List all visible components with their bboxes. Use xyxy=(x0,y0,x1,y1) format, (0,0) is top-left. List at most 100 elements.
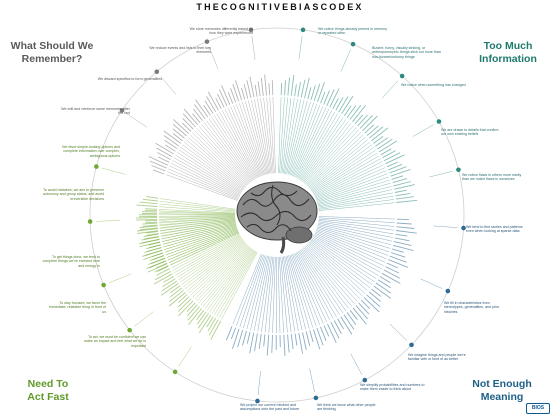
bias-label-mark xyxy=(357,114,369,127)
note-info-2: Bizarre, funny, visually striking, or an… xyxy=(372,46,441,59)
branch-line xyxy=(201,124,251,183)
branch-line xyxy=(194,130,248,186)
branch-line xyxy=(304,125,354,184)
bias-label-mark xyxy=(323,325,330,337)
bias-label-mark xyxy=(177,298,192,312)
note-remember-1: We store memories differently based on h… xyxy=(189,27,253,36)
category-connector xyxy=(340,49,351,72)
branch-line xyxy=(203,122,252,183)
branch-line xyxy=(277,256,281,334)
branch-line xyxy=(158,215,236,217)
bias-label-mark xyxy=(396,222,412,225)
bias-label-mark xyxy=(182,113,196,128)
category-dot xyxy=(255,398,260,404)
branch-line xyxy=(222,110,258,178)
bias-label-mark xyxy=(335,97,344,111)
branch-line xyxy=(170,163,240,197)
branch-line xyxy=(236,104,263,176)
bias-label-mark xyxy=(373,136,384,144)
branch-line xyxy=(309,139,368,189)
branch-line xyxy=(317,189,393,207)
branch-line xyxy=(281,256,292,333)
bias-label-mark xyxy=(206,96,217,113)
category-dot xyxy=(204,39,210,44)
branch-line xyxy=(315,170,387,200)
branch-line xyxy=(159,206,236,213)
bias-label-mark xyxy=(304,77,310,99)
bias-label-mark xyxy=(144,249,163,256)
bias-label-mark xyxy=(198,314,212,333)
branch-line xyxy=(168,168,239,199)
branch-line xyxy=(253,256,270,331)
bias-label-mark xyxy=(230,327,237,340)
branch-line xyxy=(159,220,236,231)
branch-line xyxy=(307,134,364,187)
branch-line xyxy=(312,150,376,193)
branch-line xyxy=(318,220,395,231)
branch-line xyxy=(315,230,387,260)
bias-label-mark xyxy=(188,308,203,325)
brain-fold xyxy=(242,193,310,207)
bias-label-mark xyxy=(249,332,255,354)
branch-line xyxy=(232,253,262,325)
branch-line xyxy=(296,110,333,178)
bias-label-mark xyxy=(391,248,404,253)
brain-fold xyxy=(246,223,292,234)
bias-label-mark xyxy=(164,139,178,149)
quadrant-title-not-enough-meaning: Not Enough Meaning xyxy=(472,378,532,403)
category-connector xyxy=(429,170,453,178)
branch-line xyxy=(184,241,245,290)
note-info-3: We notice when something has changed xyxy=(401,83,466,87)
branch-line xyxy=(160,222,236,237)
bias-label-mark xyxy=(152,255,165,261)
branch-line xyxy=(164,227,237,250)
bias-label-mark xyxy=(271,334,273,353)
branch-line xyxy=(260,98,272,174)
category-dot xyxy=(172,369,178,375)
branch-line xyxy=(190,134,247,187)
note-act-4: To stay focused, we favor the immediate,… xyxy=(48,301,106,314)
branch-line xyxy=(313,236,379,276)
branch-line xyxy=(257,256,271,332)
note-info-4: We are drawn to details that confirm our… xyxy=(441,128,499,137)
bias-label-mark xyxy=(380,148,392,156)
bias-label-mark xyxy=(154,265,169,273)
note-meaning-6: We project our current mindset and assum… xyxy=(240,403,300,412)
note-meaning-3: We imagine things and people we're famil… xyxy=(408,353,466,362)
branch-line xyxy=(266,97,274,174)
branch-line xyxy=(261,256,272,333)
bias-label-mark xyxy=(364,124,374,134)
bias-label-mark xyxy=(263,334,266,347)
fan-information xyxy=(278,74,418,211)
branch-line xyxy=(161,224,237,242)
brain-icon xyxy=(236,181,318,254)
bias-label-mark xyxy=(241,87,246,100)
bias-label-mark xyxy=(160,283,179,296)
bias-label-mark xyxy=(163,135,180,147)
bias-label-mark xyxy=(178,300,194,317)
bias-label-mark xyxy=(135,217,158,219)
bias-label-mark xyxy=(177,294,188,303)
branch-line xyxy=(204,248,252,309)
bias-label-mark xyxy=(340,316,353,335)
branch-line xyxy=(292,105,321,176)
branch-line xyxy=(172,234,240,271)
bias-label-mark xyxy=(383,152,401,162)
category-connector xyxy=(251,35,256,60)
bias-label-mark xyxy=(246,80,252,98)
bias-label-mark xyxy=(155,142,174,155)
bias-label-mark xyxy=(162,278,176,287)
branch-line xyxy=(198,246,250,304)
category-connector xyxy=(134,311,154,327)
bias-label-mark xyxy=(136,204,158,207)
category-connector xyxy=(412,124,434,137)
bias-label-mark xyxy=(389,255,407,263)
branch-line xyxy=(174,235,241,273)
bias-label-mark xyxy=(204,100,214,114)
category-connector xyxy=(350,353,363,375)
category-connector xyxy=(102,167,126,175)
bias-label-mark xyxy=(149,160,167,169)
bias-label-mark xyxy=(310,85,316,101)
branch-line xyxy=(316,227,390,253)
branch-line xyxy=(243,255,266,329)
